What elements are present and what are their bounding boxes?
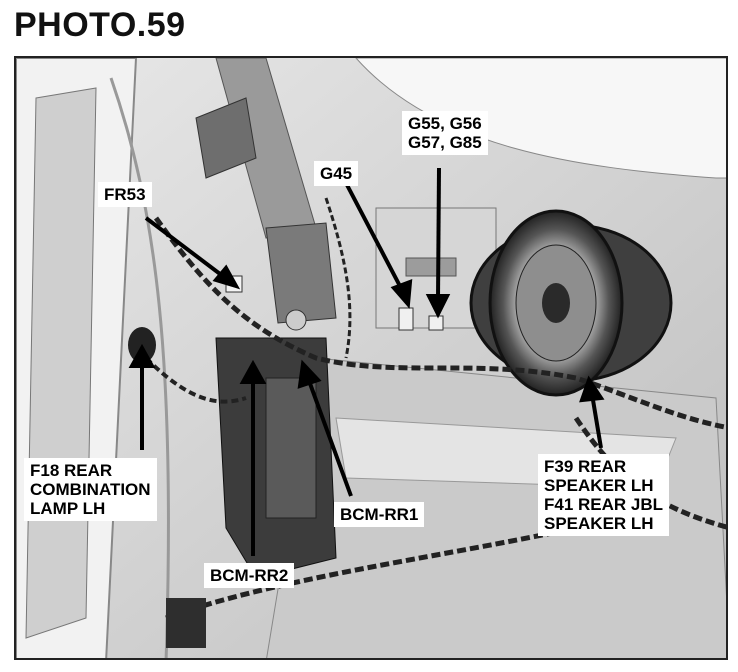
label-f18-rear-combination-lamp: F18 REAR COMBINATION LAMP LH: [24, 458, 157, 521]
photo-frame: FR53 G45 G55, G56 G57, G85 F18 REAR COMB…: [14, 56, 728, 660]
label-f39-f41-rear-speaker: F39 REAR SPEAKER LH F41 REAR JBL SPEAKER…: [538, 454, 670, 536]
label-bcm-rr1: BCM-RR1: [334, 502, 425, 527]
leader-arrows: [128, 167, 605, 556]
vehicle-interior-photo: [16, 58, 726, 658]
label-fr53: FR53: [98, 182, 152, 207]
label-g55-g56-g57-g85: G55, G56 G57, G85: [402, 111, 488, 155]
photo-title: PHOTO.59: [14, 6, 186, 44]
label-bcm-rr2: BCM-RR2: [204, 563, 295, 588]
label-g45: G45: [314, 161, 359, 186]
